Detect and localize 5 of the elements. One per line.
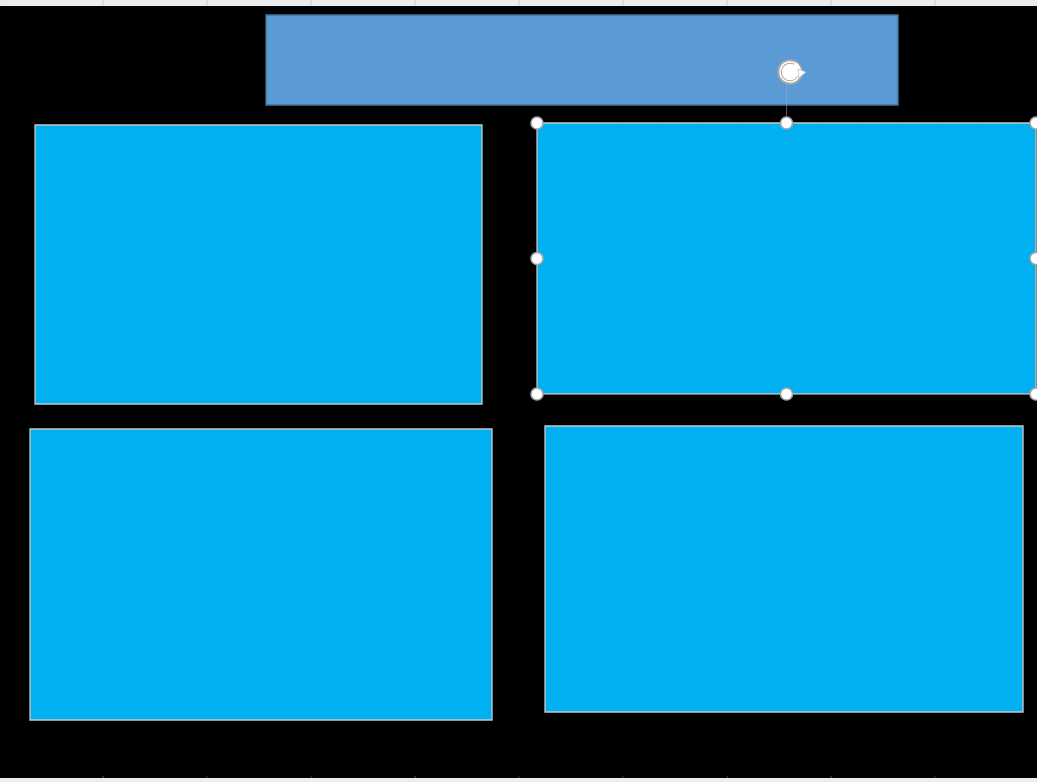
panel-box [536, 122, 1037, 395]
panel-box [34, 124, 483, 405]
panel-box [544, 425, 1024, 713]
header-banner [265, 14, 899, 106]
panel-box [29, 428, 493, 721]
